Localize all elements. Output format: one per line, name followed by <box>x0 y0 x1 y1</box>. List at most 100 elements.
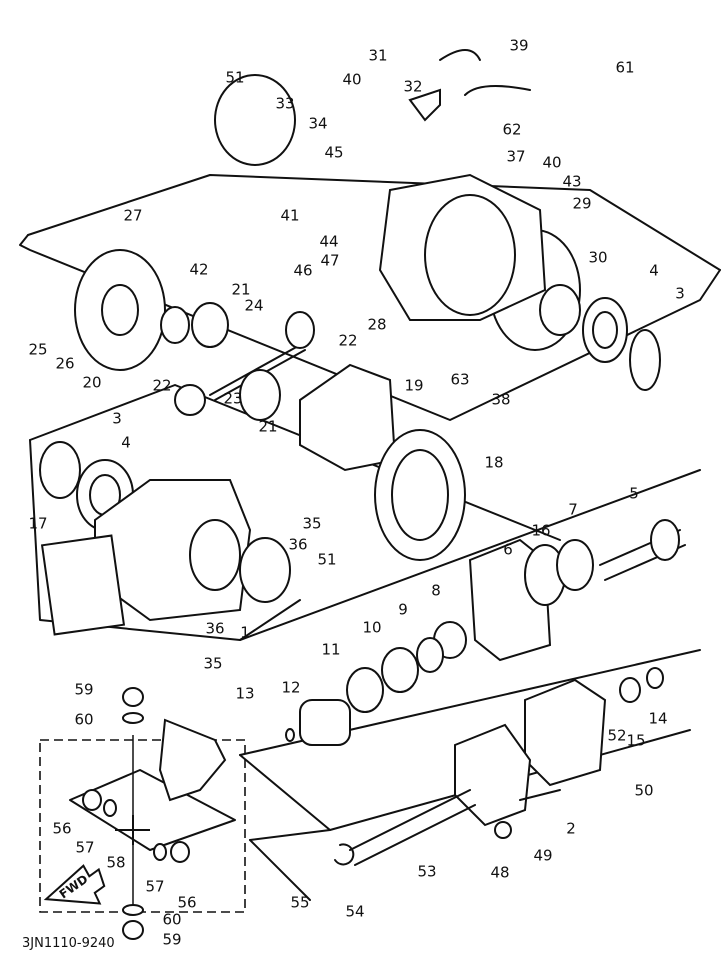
callout-58: 58 <box>106 854 125 872</box>
callout-31: 31 <box>368 47 387 65</box>
callout-9: 9 <box>398 601 408 619</box>
callout-21: 21 <box>258 418 277 436</box>
callout-13: 13 <box>235 685 254 703</box>
clip-60-top <box>122 712 144 724</box>
callout-21: 21 <box>231 281 250 299</box>
callout-11: 11 <box>321 641 340 659</box>
callout-63: 63 <box>450 371 469 389</box>
bearing-10 <box>381 647 419 693</box>
spider-58 <box>115 815 150 845</box>
gasket-17 <box>40 534 126 636</box>
callout-12: 12 <box>281 679 300 697</box>
callout-18: 18 <box>484 454 503 472</box>
callout-40: 40 <box>542 154 561 172</box>
pin-13 <box>285 728 295 742</box>
callout-60: 60 <box>74 711 93 729</box>
gear-22-right <box>285 311 315 349</box>
callout-25: 25 <box>28 341 47 359</box>
gear-21-bottom <box>239 369 281 421</box>
callout-37: 37 <box>506 148 525 166</box>
fwd-arrow-icon: FWD <box>43 864 106 905</box>
clip-60-bottom <box>122 904 144 916</box>
callout-33: 33 <box>275 95 294 113</box>
coupling-12 <box>299 699 351 746</box>
callout-1: 1 <box>240 624 250 642</box>
callout-15: 15 <box>626 732 645 750</box>
callout-10: 10 <box>362 619 381 637</box>
callout-3: 3 <box>675 285 685 303</box>
callout-55: 55 <box>290 894 309 912</box>
callout-48: 48 <box>490 864 509 882</box>
callout-19: 19 <box>404 377 423 395</box>
callout-29: 29 <box>572 195 591 213</box>
callout-32: 32 <box>403 78 422 96</box>
yoke <box>158 718 227 802</box>
callout-4: 4 <box>649 262 659 280</box>
callout-35: 35 <box>302 515 321 533</box>
stud-2 <box>519 789 561 801</box>
callout-23: 23 <box>223 390 242 408</box>
gasket-49 <box>454 723 532 827</box>
callout-57: 57 <box>75 839 94 857</box>
spring-39 <box>439 49 481 61</box>
callout-2: 2 <box>566 820 576 838</box>
callout-43: 43 <box>562 173 581 191</box>
callout-28: 28 <box>367 316 386 334</box>
cap-56-left <box>82 789 102 811</box>
callout-46: 46 <box>293 262 312 280</box>
callout-35: 35 <box>203 655 222 673</box>
callout-8: 8 <box>431 582 441 600</box>
nut-48 <box>494 821 512 839</box>
callout-47: 47 <box>320 252 339 270</box>
seal-11 <box>346 667 384 713</box>
nut-9 <box>416 637 444 673</box>
clip-57-left <box>103 799 117 817</box>
gear-22-left <box>174 384 206 416</box>
hose-61 <box>464 85 531 96</box>
callout-7: 7 <box>568 501 578 519</box>
shim-3-bottom <box>39 441 81 499</box>
nut-15 <box>619 677 641 703</box>
clip-57-right <box>153 843 167 861</box>
callout-3: 3 <box>112 410 122 428</box>
circlip-54 <box>334 843 355 866</box>
callout-38: 38 <box>491 391 510 409</box>
o-ring-51-bottom <box>239 537 291 603</box>
callout-24: 24 <box>244 297 263 315</box>
callout-6: 6 <box>503 541 513 559</box>
callout-50: 50 <box>634 782 653 800</box>
parts <box>39 49 686 940</box>
shim-3-top <box>629 329 661 391</box>
bearing-7 <box>556 539 594 591</box>
callout-22: 22 <box>338 332 357 350</box>
drive-shaft-53 <box>349 789 471 851</box>
callout-17: 17 <box>28 515 47 533</box>
callout-56: 56 <box>177 894 196 912</box>
cap-59-top <box>122 687 144 707</box>
callout-59: 59 <box>74 681 93 699</box>
part-code: 3JN1110-9240 <box>22 936 115 951</box>
callout-51: 51 <box>225 69 244 87</box>
differential-19 <box>299 363 397 472</box>
callout-51: 51 <box>317 551 336 569</box>
callout-56: 56 <box>52 820 71 838</box>
callout-44: 44 <box>319 233 338 251</box>
callout-57: 57 <box>145 878 164 896</box>
callout-20: 20 <box>82 374 101 392</box>
callout-34: 34 <box>308 115 327 133</box>
callout-62: 62 <box>502 121 521 139</box>
callout-59: 59 <box>162 931 181 949</box>
gear-30 <box>539 284 581 336</box>
cap-56-right <box>170 841 190 863</box>
callout-52: 52 <box>607 727 626 745</box>
callout-49: 49 <box>533 847 552 865</box>
callout-30: 30 <box>588 249 607 267</box>
washer-14 <box>646 667 664 689</box>
callout-16: 16 <box>531 522 550 540</box>
callout-36: 36 <box>205 620 224 638</box>
spring-42 <box>160 306 190 344</box>
callout-54: 54 <box>345 903 364 921</box>
callout-39: 39 <box>509 37 528 55</box>
